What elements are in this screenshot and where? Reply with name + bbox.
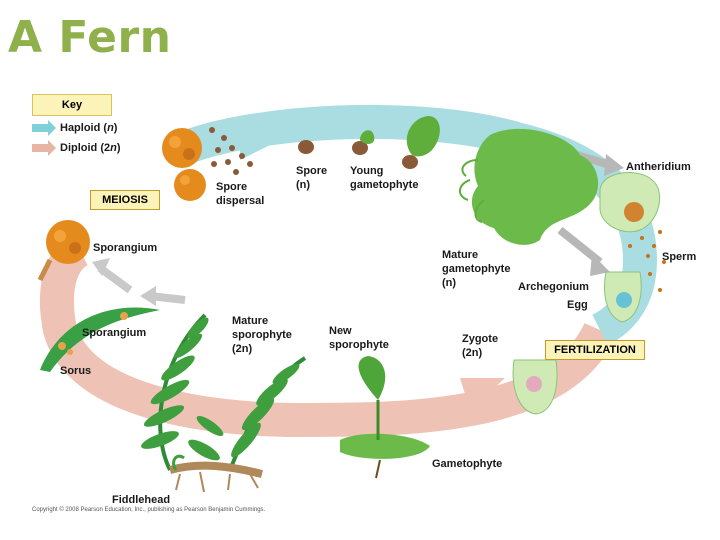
zygote-detail (512, 359, 558, 415)
new-sporophyte (340, 356, 430, 479)
mature-sporophyte (141, 313, 307, 493)
mature-gametophyte (459, 128, 599, 245)
gametophyte-label: Gametophyte (432, 458, 503, 470)
sporangium-top-cluster (162, 128, 206, 201)
fertilization-box: FERTILIZATION (545, 340, 645, 360)
archegonium-label: Archegonium (518, 281, 589, 293)
copyright-text: Copyright © 2008 Pearson Education, Inc.… (32, 507, 266, 513)
key-diploid-label: Diploid (2n) (60, 142, 121, 154)
diploid-arrowhead (460, 378, 505, 410)
sperm-label: Sperm (662, 251, 697, 263)
spores (209, 127, 253, 175)
sorus-label: Sorus (60, 365, 92, 377)
sporangium-top-label: Sporangium (93, 242, 158, 254)
antheridium-label: Antheridium (626, 161, 691, 173)
antheridium-detail (599, 172, 661, 233)
sporangium-left-label: Sporangium (82, 327, 147, 339)
archegonium-detail (604, 271, 642, 323)
meiosis-box: MEIOSIS (90, 190, 160, 210)
zygote-label: Zygote(2n) (462, 333, 499, 359)
fiddlehead-label: Fiddlehead (112, 494, 171, 506)
haploid-arrowhead (240, 120, 280, 160)
sporangium-left-cluster (37, 220, 90, 282)
key-haploid-label: Haploid (n) (60, 122, 118, 134)
key-heading: Key (32, 94, 112, 116)
sporangium-leaf (40, 307, 160, 372)
spore-label: Spore(n) (296, 165, 328, 191)
egg-label: Egg (567, 299, 588, 311)
page-title: A Fern (8, 12, 172, 63)
diploid-cycle-band (40, 234, 616, 438)
arrow-to-sporangium (97, 264, 133, 294)
spore-and-young-gametophytes (298, 116, 440, 169)
